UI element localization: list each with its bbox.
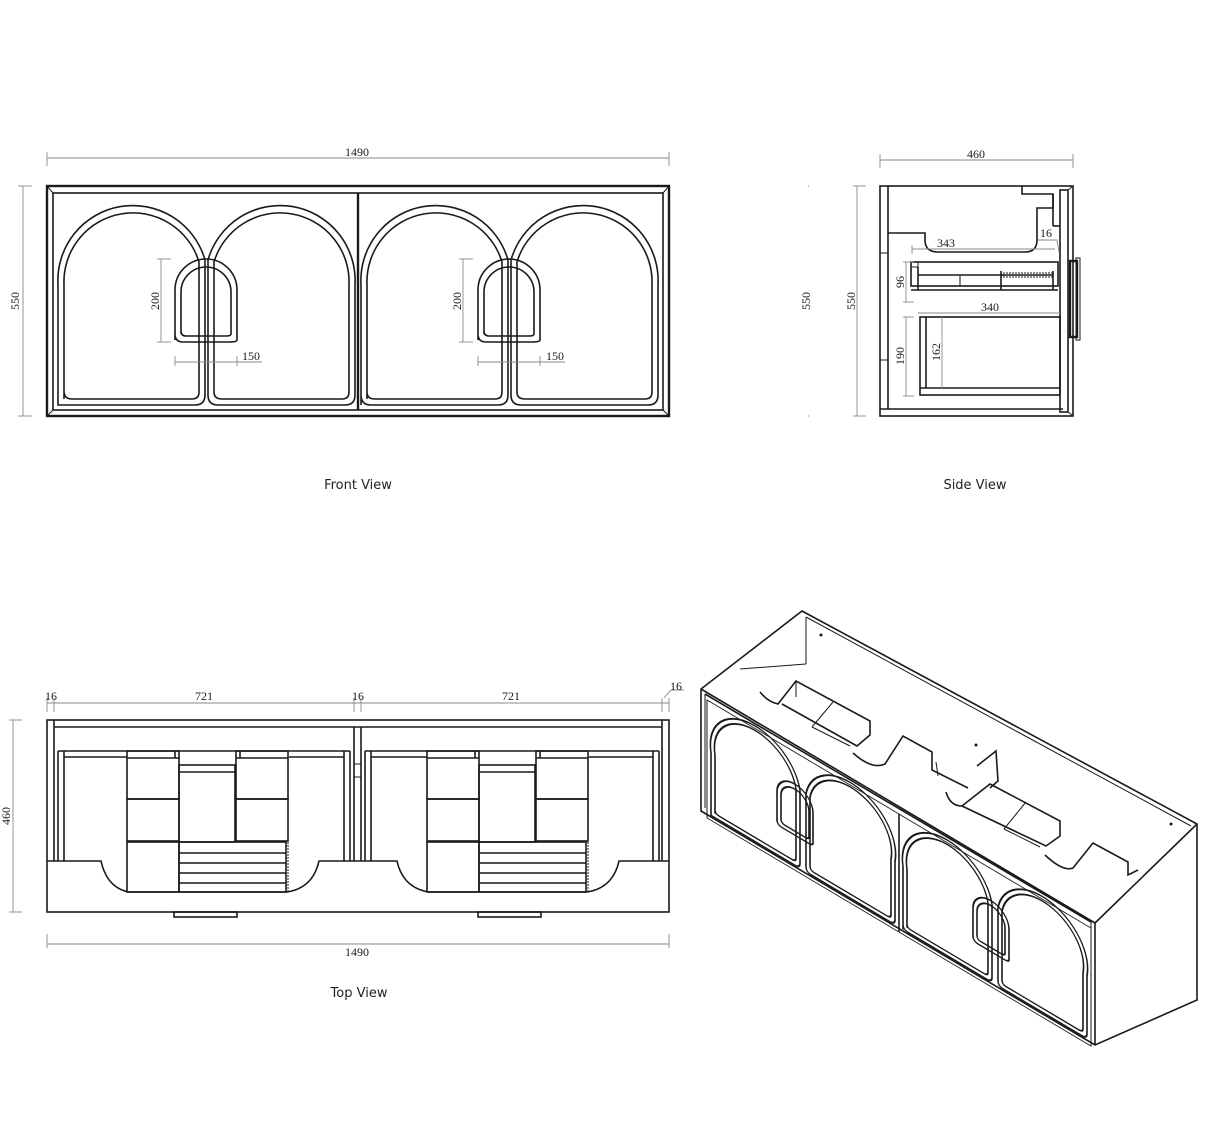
side-basin-cut-label: 343 [937, 236, 955, 250]
side-handle [1068, 259, 1079, 339]
iso-basin-right [945, 783, 1139, 877]
front-arch-door-3 [360, 204, 509, 406]
front-handle-width-label-2: 150 [546, 349, 564, 363]
top-basin-left [47, 750, 351, 918]
top-width-label: 1490 [345, 945, 369, 959]
top-right-panel-label: 16 [670, 679, 682, 693]
front-view-title: Front View [324, 478, 392, 493]
front-width-label: 1490 [345, 145, 369, 159]
top-basin-right [350, 750, 669, 918]
top-segment-dimensions: 16 721 16 721 16 [45, 679, 684, 712]
side-door-panel [1059, 189, 1069, 413]
top-depth-label: 460 [0, 807, 13, 825]
front-height-label: 550 [8, 292, 22, 310]
top-drawer-slats-left [178, 841, 289, 893]
side-height-inner-label: 550 [844, 292, 858, 310]
top-handle-left [173, 911, 238, 918]
side-lower-dimensions: 190 162 [893, 316, 943, 397]
side-lower-height-label: 190 [893, 347, 907, 365]
top-handle-right [477, 911, 542, 918]
side-view-title: Side View [943, 478, 1006, 493]
iso-handle-2 [972, 896, 1010, 962]
iso-front-top-edge [700, 688, 1096, 924]
side-view: 460 550 550 343 16 [799, 147, 1081, 493]
side-shelf-depth-label: 340 [981, 300, 999, 314]
iso-handle-1 [776, 780, 814, 846]
side-depth-dimension: 460 [879, 147, 1074, 168]
isometric-view [700, 610, 1198, 1047]
side-height-dimension: 550 [844, 185, 866, 417]
top-right-bay-label: 721 [502, 689, 520, 703]
top-depth-dimension: 460 [0, 719, 22, 913]
top-left-bay-label: 721 [195, 689, 213, 703]
front-arch-door-4 [510, 204, 659, 406]
side-drawer-height-dimension: 96 [893, 261, 914, 303]
top-drawer-slats-right [478, 841, 589, 893]
side-depth-label: 460 [967, 147, 985, 161]
iso-basin-left [759, 679, 969, 789]
side-carcass [879, 185, 1074, 417]
top-left-panel-label: 16 [45, 689, 57, 703]
iso-divider [976, 749, 999, 789]
side-panel-thickness-label: 16 [1040, 226, 1052, 240]
front-handle-dims-2: 200 150 [450, 258, 565, 366]
top-carcass [46, 719, 670, 913]
side-drawer-height-label: 96 [893, 276, 907, 288]
side-lower-inner-label: 162 [929, 343, 943, 361]
side-height-outer-label: 550 [799, 292, 813, 310]
front-handle-2 [477, 258, 541, 343]
top-view: 16 721 16 721 16 460 [0, 679, 684, 1001]
front-handle-height-label-1: 200 [148, 292, 162, 310]
front-outer-frame [45, 184, 671, 418]
front-handle-width-label-1: 150 [242, 349, 260, 363]
front-handle-dims-1: 200 150 [148, 258, 262, 366]
front-arch-door-2 [207, 204, 356, 406]
top-divider-label: 16 [352, 689, 364, 703]
iso-outer-box [700, 610, 1198, 1046]
side-drawer [910, 261, 1059, 291]
front-height-dimension: 550 [8, 185, 32, 417]
front-arch-door-1 [57, 204, 206, 406]
front-width-dimension: 1490 [46, 145, 670, 166]
front-handle-height-label-2: 200 [450, 292, 464, 310]
side-lower-drawer [919, 316, 1061, 396]
top-view-title: Top View [330, 986, 388, 1001]
top-width-dimension: 1490 [46, 934, 670, 959]
side-basin-cutout [888, 186, 1054, 253]
iso-front-doors [706, 699, 1092, 1047]
front-handle-1 [174, 258, 238, 343]
front-view: 1490 550 [8, 145, 671, 493]
